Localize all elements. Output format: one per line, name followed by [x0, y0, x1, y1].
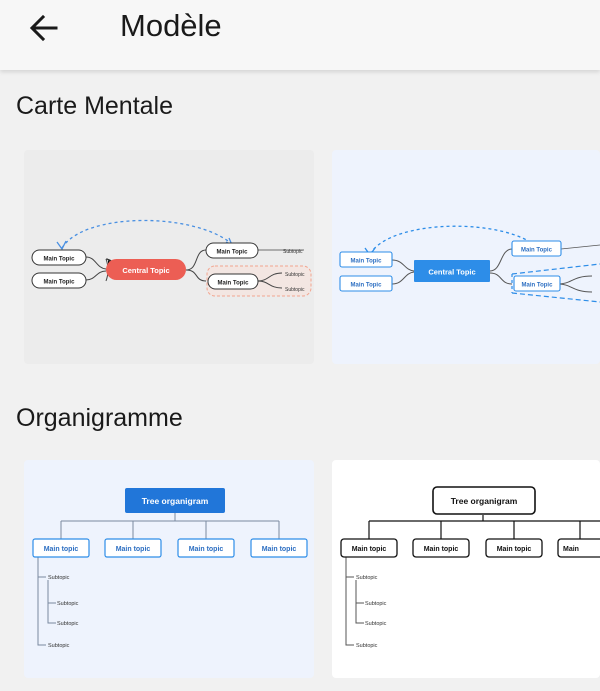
main-topic-label: Main topic [262, 546, 297, 553]
section-title-mind-map: Carte Mentale [16, 92, 174, 120]
main-topic-label: Main topic [424, 546, 459, 553]
main-topic-label: Main topic [497, 546, 532, 553]
page-title: Modèle [120, 8, 222, 43]
main-topic-label: Main Topic [217, 250, 249, 256]
main-topic-label: Main Topic [351, 259, 383, 265]
template-card-orgchart-mono[interactable]: Tree organigram Main topic Main topic Ma… [332, 460, 600, 678]
main-topic [511, 240, 562, 257]
app-bar: Modèle [0, 0, 600, 70]
main-topic-label: Main Topic [44, 257, 76, 263]
subtopic-label: Subtopic [57, 621, 79, 627]
subtopic-label: Subtopic [356, 643, 378, 649]
template-card-mindmap-warm[interactable]: Central Topic Main Topic Main Topic Main… [24, 150, 314, 364]
main-topic-label: Main topic [352, 546, 387, 553]
main-topic [207, 273, 259, 290]
subtopic-label: Subtopic [283, 249, 303, 255]
main-topic [412, 538, 470, 558]
main-topic-label: Main topic [116, 546, 151, 553]
main-topic [340, 538, 398, 558]
main-topic [32, 538, 90, 558]
main-topic [205, 242, 259, 259]
main-topic [104, 538, 162, 558]
subtopic-label: Subtopic [356, 575, 378, 581]
main-topic-label: Main Topic [218, 281, 250, 287]
main-topic-label: Main [563, 546, 579, 553]
main-topic-label: Main topic [44, 546, 79, 553]
root-topic [432, 486, 536, 515]
main-topic [339, 275, 393, 292]
subtopic-label: Subtopic [48, 643, 70, 649]
back-button[interactable] [22, 8, 66, 48]
subtopic-label: Subtopic [285, 287, 305, 293]
central-topic [106, 259, 186, 280]
main-topic [513, 275, 561, 292]
subtopic-label: Subtopic [48, 575, 70, 581]
template-card-orgchart-blue[interactable]: Tree organigram Main topic Main topic Ma… [24, 460, 314, 678]
section-title-org-chart: Organigramme [16, 404, 183, 432]
template-card-mindmap-blue[interactable]: Central Topic Main Topic Main Topic Main… [332, 150, 600, 364]
central-topic [414, 260, 490, 282]
main-topic-label: Main Topic [521, 248, 553, 254]
arrow-left-icon [29, 14, 58, 42]
main-topic-label: Main Topic [44, 280, 76, 286]
root-topic-label: Tree organigram [142, 496, 209, 506]
central-topic-label: Central Topic [428, 268, 475, 277]
main-topic [557, 538, 600, 558]
subtopic-label: Subtopic [365, 621, 387, 627]
subtopic-label: Subtopic [285, 272, 305, 278]
main-topic [250, 538, 308, 558]
main-topic-label: Main topic [189, 546, 224, 553]
subtopic-label: Subtopic [57, 601, 79, 607]
main-topic [485, 538, 543, 558]
central-topic-label: Central Topic [122, 266, 169, 275]
root-topic-label: Tree organigram [451, 496, 518, 506]
main-topic-label: Main Topic [522, 283, 554, 289]
main-topic-label: Main Topic [351, 283, 383, 289]
root-topic [125, 488, 225, 513]
relationship-link [61, 219, 233, 249]
subtopic-label: Subtopic [365, 601, 387, 607]
relationship-link [369, 225, 539, 255]
main-topic [177, 538, 235, 558]
main-topic [339, 251, 393, 268]
